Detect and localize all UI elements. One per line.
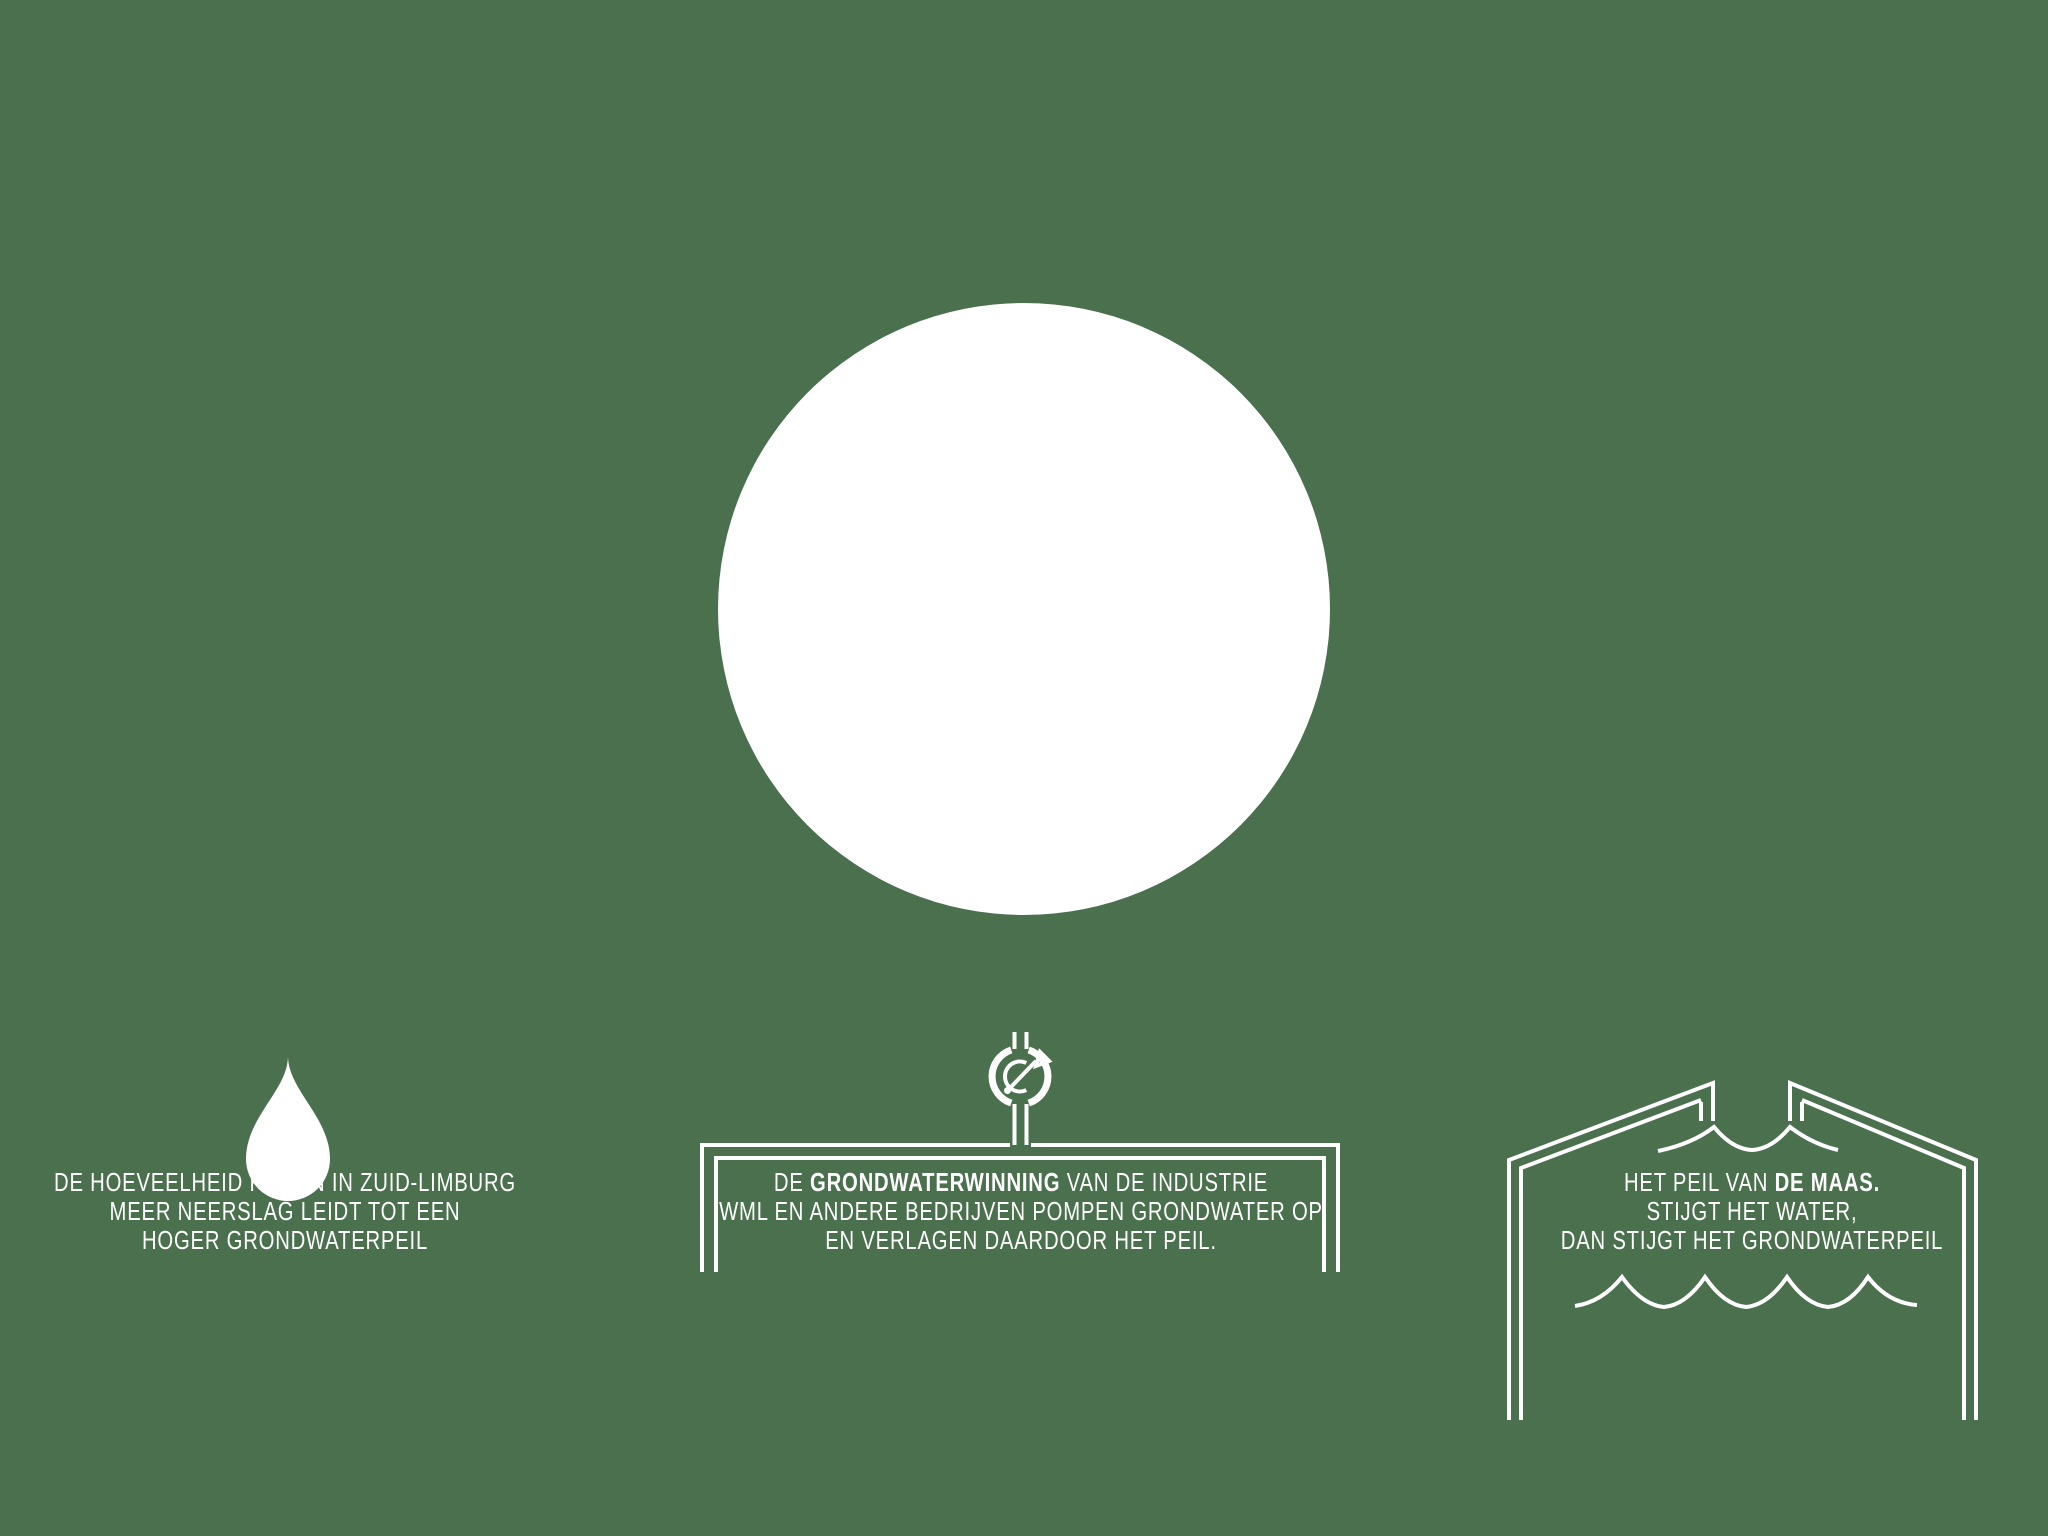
extraction-bracket-frame	[700, 1143, 1340, 1272]
hero-circle	[718, 303, 1330, 915]
caption-line: WML EN ANDERE BEDRIJVEN POMPEN GRONDWATE…	[719, 1196, 1323, 1226]
river-between-dikes-icon	[1507, 1080, 1978, 1420]
caption-line: HOGER GRONDWATERPEIL	[141, 1225, 429, 1255]
caption-line: MEER NEERSLAG LEIDT TOT EEN	[109, 1196, 461, 1226]
caption-line: EN VERLAGEN DAARDOOR HET PEIL.	[825, 1225, 1217, 1255]
big-wave-line	[1574, 1273, 1918, 1310]
gauge-dial	[988, 1046, 1053, 1107]
gauge-needle	[1007, 1059, 1038, 1091]
caption-line: STIJGT HET WATER,	[1646, 1196, 1858, 1226]
caption-bold: DE MAAS.	[1774, 1167, 1881, 1197]
gauge-needle-pivot	[1004, 1087, 1011, 1094]
small-wave-line	[1657, 1124, 1839, 1153]
caption-bold: GRONDWATERWINNING	[810, 1167, 1061, 1197]
caption-line: DAN STIJGT HET GRONDWATERPEIL	[1560, 1225, 1944, 1255]
right-dike-wall	[1788, 1080, 1978, 1420]
caption-line: DE GRONDWATERWINNING VAN DE INDUSTRIE	[773, 1167, 1269, 1197]
caption-line: HET PEIL VAN DE MAAS.	[1623, 1167, 1881, 1197]
water-drop-shape	[246, 1056, 330, 1201]
left-dike-wall	[1507, 1080, 1715, 1420]
water-meter-gauge-icon	[700, 1032, 1340, 1272]
water-drop-icon	[246, 1056, 330, 1201]
maas-caption: HET PEIL VAN DE MAAS. STIJGT HET WATER, …	[1561, 1168, 1943, 1255]
extraction-caption: DE GRONDWATERWINNING VAN DE INDUSTRIE WM…	[719, 1168, 1323, 1255]
gauge-stem	[1012, 1032, 1029, 1145]
gauge-needle-tip	[1032, 1048, 1053, 1070]
